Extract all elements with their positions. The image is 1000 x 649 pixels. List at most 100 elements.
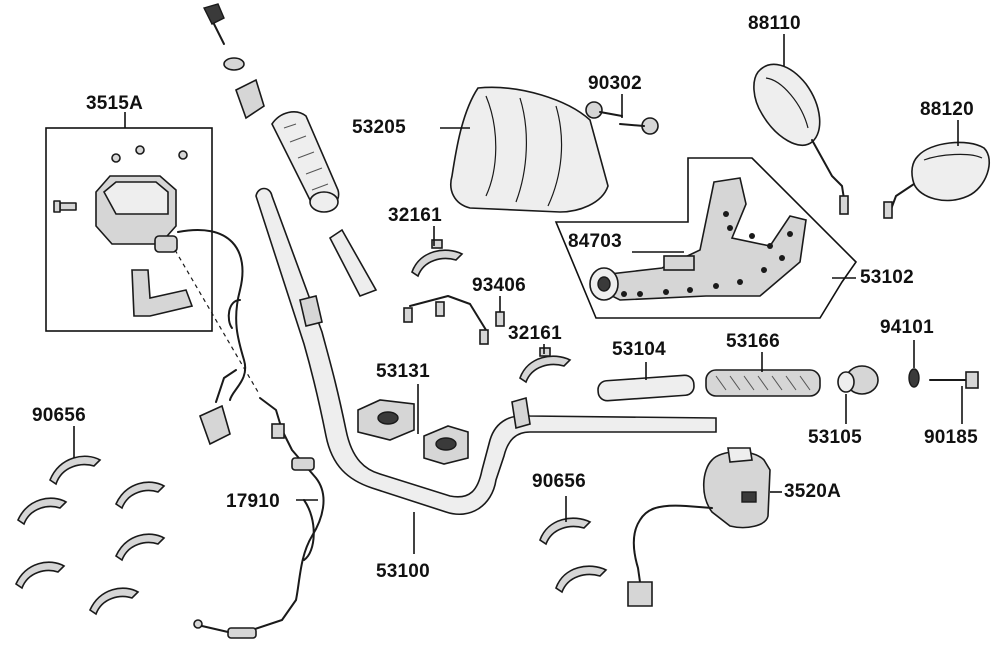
bracket-screw-2 [435, 301, 445, 317]
label-switch: 3520A [784, 481, 841, 502]
switch-connector [627, 581, 653, 607]
cowl-bolt-1-shaft [599, 111, 623, 117]
left-grip-pattern [283, 123, 329, 191]
label-holders: 53131 [376, 361, 430, 382]
cable-adjuster [271, 423, 285, 439]
throttle-housing-cover [102, 181, 169, 215]
cable-path [239, 397, 325, 635]
top-washer [223, 57, 245, 71]
clamps-right-group [539, 496, 608, 594]
bracket-screws-wire [409, 295, 487, 331]
clamp-left-2 [114, 481, 166, 510]
clamp-right-1 [539, 517, 592, 546]
cowl-bolts-group [585, 94, 659, 135]
cable-end-wire [201, 625, 229, 633]
clamp-left-6 [88, 587, 140, 616]
mirror-right-head [911, 141, 990, 202]
clamp-left-5 [14, 561, 66, 590]
throttle-screws [53, 145, 188, 213]
mirror-right-group [883, 120, 990, 219]
bracket-screw-3 [479, 329, 489, 345]
throttle-wire-loop [227, 299, 241, 329]
clamp-left-1 [49, 455, 102, 486]
clamp-lower [519, 355, 572, 384]
top-bolt-head [202, 3, 225, 25]
label-mirror-right: 88120 [920, 99, 974, 120]
clamp-upper [411, 249, 464, 278]
clamp-left-3 [16, 497, 68, 526]
throttle-connector-wire [215, 369, 237, 403]
bar-end-bolt-head [965, 371, 979, 389]
label-cowl-bolts: 90302 [588, 73, 642, 94]
switch-top [727, 447, 753, 463]
throttle-assembly-frame [45, 127, 213, 332]
washer [908, 368, 920, 388]
label-cable: 17910 [226, 491, 280, 512]
throttle-connector [198, 404, 231, 446]
label-washer: 94101 [880, 317, 934, 338]
mirror-left-base [839, 195, 849, 215]
handlebar-clamp-right [511, 396, 531, 430]
bracket-holes [621, 211, 793, 297]
bracket [603, 177, 807, 301]
throttle-cable-nut [154, 235, 178, 253]
clamp-right-2 [555, 565, 608, 594]
right-grip-pattern [715, 375, 811, 391]
cowl-group [440, 86, 609, 213]
left-grip-sleeve [328, 228, 378, 297]
clamp-32161-group [411, 226, 572, 384]
bar-end-bolt-group [929, 371, 979, 424]
bracket-screw-4 [495, 311, 505, 327]
throttle-wire [177, 229, 247, 401]
bar-end-face [837, 371, 855, 393]
label-clamp-upper: 32161 [388, 205, 442, 226]
left-grip-end [309, 191, 339, 213]
label-handlebar: 53100 [376, 561, 430, 582]
holders-group [357, 384, 469, 465]
cable-end-fitting [227, 627, 257, 639]
label-clamp-lower: 32161 [508, 323, 562, 344]
bracket-assembly-frame [554, 157, 858, 319]
bracket-mount-block [663, 255, 695, 271]
handlebar-clamp-left [299, 295, 323, 327]
grip-group [705, 352, 821, 397]
holder-right-hole [435, 437, 457, 451]
mirror-right-stem [889, 183, 915, 213]
handlebar-group [255, 187, 717, 554]
mirror-left-glass-line [765, 77, 809, 129]
mirror-right-base [883, 201, 893, 219]
bracket-screws-group [403, 295, 505, 345]
clamp-lower-tab [539, 347, 551, 357]
label-bracket-part: 84703 [568, 231, 622, 252]
cable-end-nipple [193, 619, 203, 629]
mirror-right-glass-line [923, 153, 983, 161]
throttle-assembly-group [45, 112, 213, 332]
cowl [450, 86, 609, 213]
label-mirror-left: 88110 [748, 13, 801, 34]
holder-left-hole [377, 411, 399, 425]
label-bracket-assembly: 53102 [860, 267, 914, 288]
bar-end-group [837, 365, 879, 424]
left-grip-group [202, 3, 378, 297]
cable-group [193, 397, 325, 639]
label-clamps-right: 90656 [532, 471, 586, 492]
mirror-left-group [753, 34, 849, 215]
mirror-left-head [753, 63, 821, 147]
cable-loop [303, 499, 315, 561]
left-bar-end-cap [235, 78, 265, 120]
label-clamps-left: 90656 [32, 405, 86, 426]
cowl-bolt-2-shaft [619, 123, 645, 127]
label-bracket-screws: 93406 [472, 275, 526, 296]
cowl-bolt-1-head [585, 101, 603, 119]
bracket-part-84703-hole [597, 276, 611, 292]
label-weight: 53104 [612, 339, 666, 360]
label-cowl: 53205 [352, 117, 406, 138]
clamps-left-group [14, 426, 166, 616]
clamp-left-4 [114, 533, 166, 562]
label-bar-end: 53105 [808, 427, 862, 448]
bracket-assembly-group [554, 157, 858, 319]
clamp-upper-tab [431, 239, 443, 249]
switch-housing [702, 450, 771, 529]
